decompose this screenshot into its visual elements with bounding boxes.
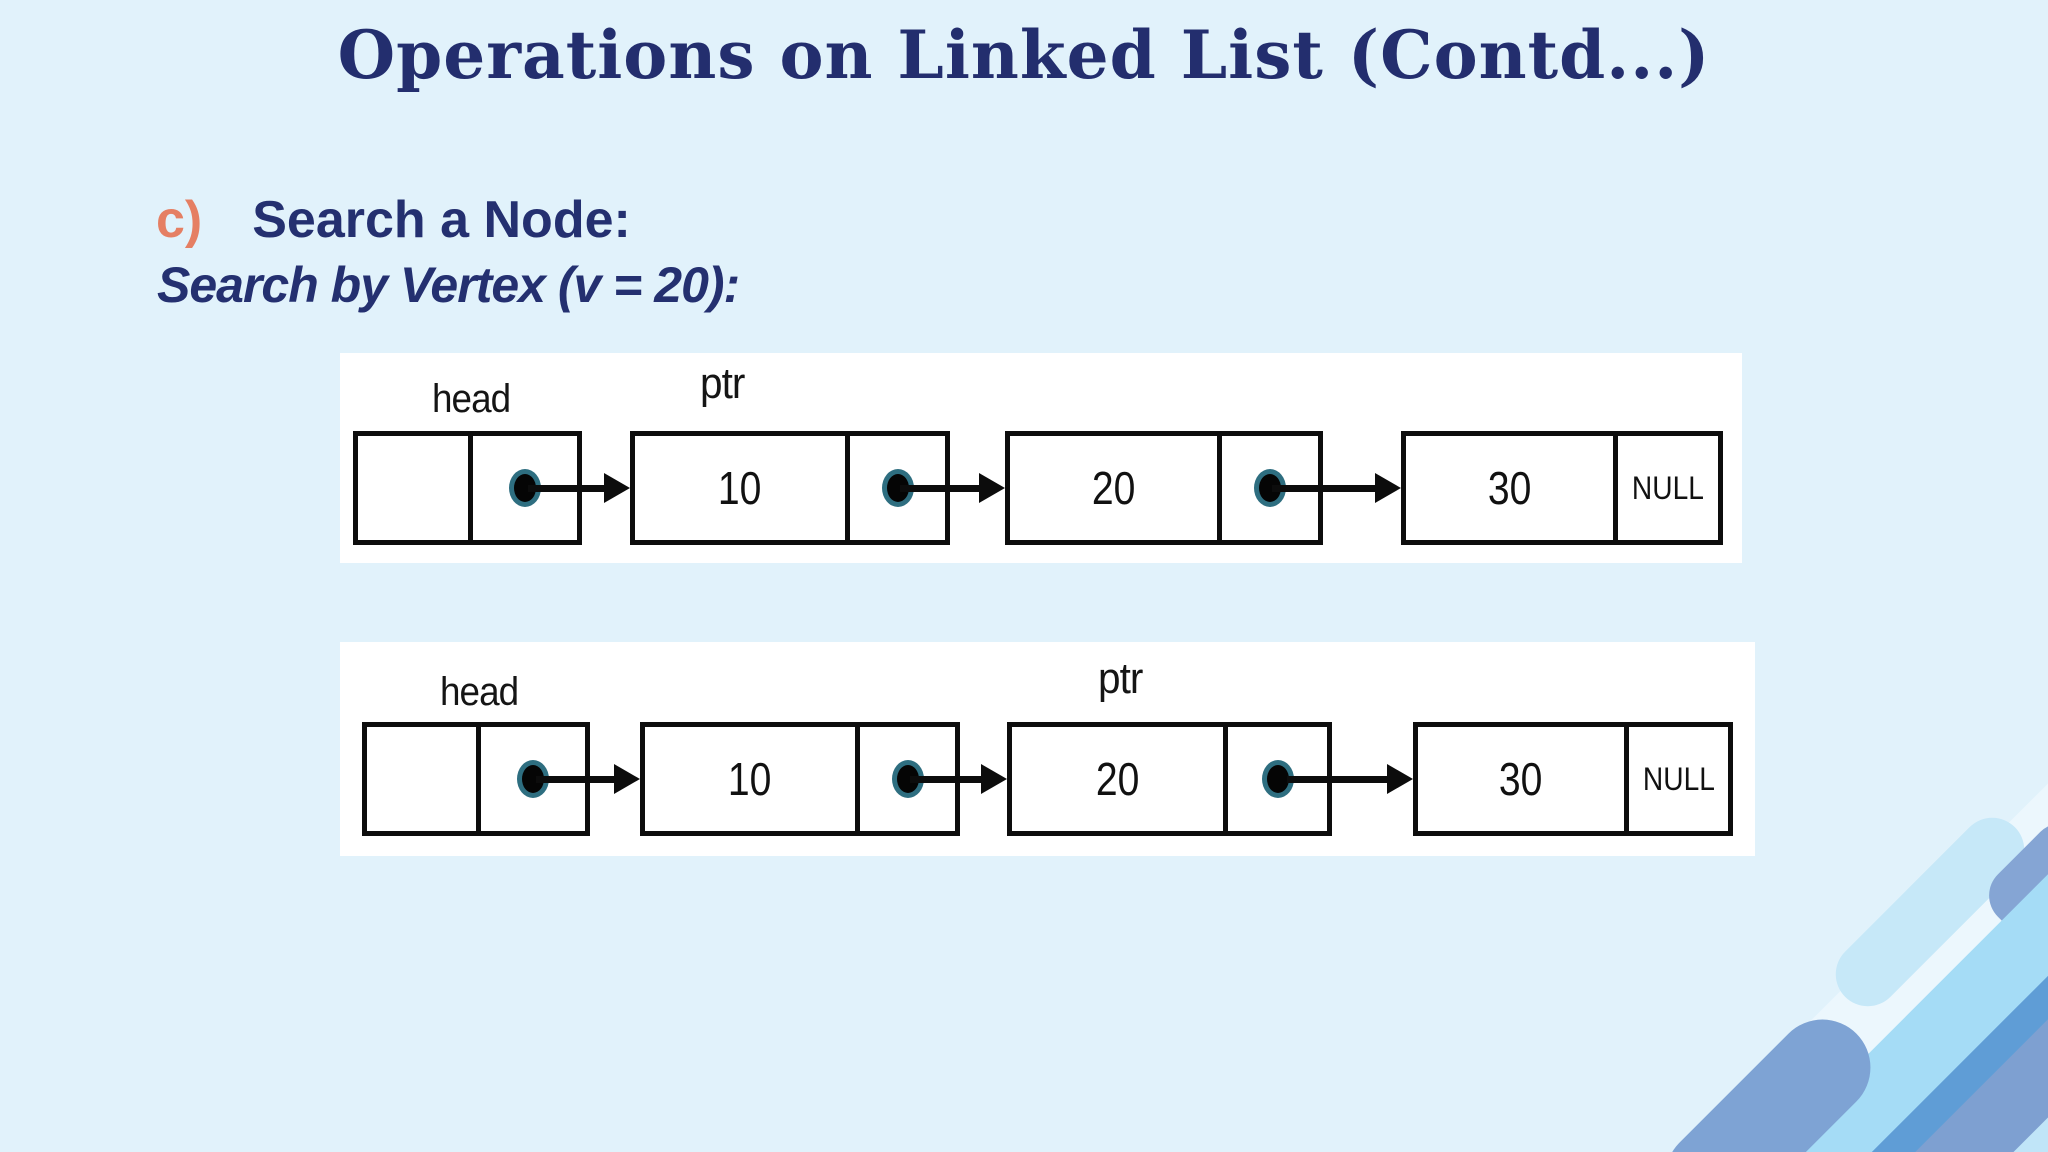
list-node-20: 20	[1007, 722, 1332, 836]
list-node-30: 30 NULL	[1401, 431, 1723, 545]
link-arrow-icon	[910, 764, 1007, 794]
section-letter: c)	[156, 191, 203, 249]
node-value: 10	[728, 753, 772, 805]
node-value: 20	[1091, 462, 1136, 514]
linked-list-diagram-2: head ptr 10 20	[340, 642, 1755, 856]
list-node-30: 30 NULL	[1413, 722, 1733, 836]
node-next-cell: NULL	[1618, 436, 1718, 540]
link-arrow-icon	[900, 473, 1005, 503]
node-data-cell: 20	[1010, 436, 1222, 540]
node-data-cell: 10	[645, 727, 860, 831]
node-data-cell: 10	[635, 436, 850, 540]
null-label: NULL	[1642, 760, 1715, 797]
head-data-cell	[358, 436, 473, 540]
link-arrow-icon	[528, 473, 630, 503]
decor-stripe-light-cyan-corner	[1937, 1002, 2048, 1152]
section-heading: c) Search a Node:	[156, 190, 631, 250]
node-value: 30	[1499, 753, 1543, 805]
decor-stripe-pale-corner	[1976, 1046, 2048, 1152]
linked-list-diagram-1: head ptr 10 20	[340, 353, 1742, 563]
section-subtitle: Search by Vertex (v = 20):	[157, 257, 740, 313]
node-data-cell: 20	[1012, 727, 1228, 831]
decor-stripe-medium-blue	[1821, 919, 2048, 1152]
null-label: NULL	[1632, 469, 1704, 506]
decor-stripe-slate-large	[1842, 927, 2048, 1152]
pointer-dot-icon	[509, 469, 541, 507]
head-label: head	[440, 670, 519, 714]
decor-stripe-pale	[1707, 572, 2048, 1152]
decor-stripe-cyan	[1706, 819, 2048, 1152]
ptr-label: ptr	[700, 359, 745, 408]
node-value: 30	[1487, 462, 1532, 514]
ptr-label: ptr	[1098, 654, 1143, 703]
decor-stripe-light-cyan	[1822, 804, 2038, 1020]
head-data-cell	[367, 727, 481, 831]
link-arrow-icon	[1287, 764, 1413, 794]
decor-stripe-slate-small	[1976, 810, 2048, 974]
head-label: head	[432, 377, 511, 421]
node-data-cell: 30	[1418, 727, 1629, 831]
node-value: 10	[718, 462, 762, 514]
list-node-10: 10	[640, 722, 960, 836]
node-next-cell: NULL	[1629, 727, 1728, 831]
node-value: 20	[1095, 753, 1140, 805]
head-pointer-cell	[473, 436, 577, 540]
section-heading-text: Search a Node:	[252, 191, 631, 249]
link-arrow-icon	[536, 764, 640, 794]
decor-stripe-slate-lower	[1645, 999, 1891, 1152]
slide-title: Operations on Linked List (Contd...)	[337, 16, 1711, 94]
link-arrow-icon	[1272, 473, 1401, 503]
node-data-cell: 30	[1406, 436, 1618, 540]
